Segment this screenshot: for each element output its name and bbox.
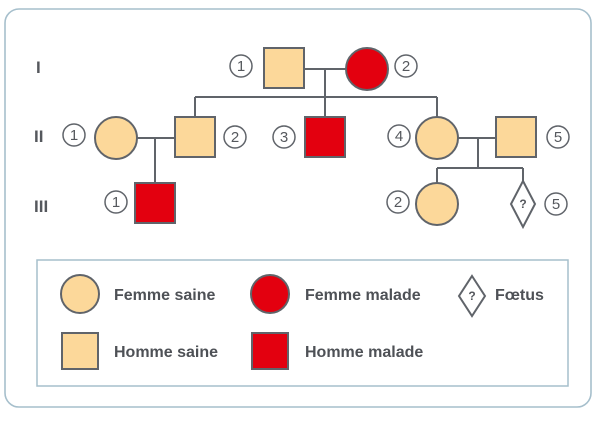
legend-affected-female-icon: [250, 274, 290, 314]
legend-healthy-female-label: Femme saine: [114, 287, 215, 304]
legend-fetus-label: Fœtus: [495, 287, 544, 304]
generation-label-1: I: [36, 58, 41, 77]
number-badge-iii-2: 2: [394, 194, 402, 211]
number-badge-iii-1: 1: [112, 194, 120, 211]
legend-fetus-question-mark: ?: [468, 289, 475, 303]
number-badge-circle: [229, 54, 253, 78]
individual-ii-3-affected-male: [304, 116, 346, 158]
individual-ii-5-healthy-male: [495, 116, 537, 158]
generation-label-2: II: [34, 127, 43, 146]
number-badge-circle: [546, 125, 570, 149]
individual-iii-1-affected-male: [134, 182, 176, 224]
individual-iii-5-fetus: [509, 178, 537, 230]
number-badge-circle: [544, 192, 568, 216]
legend-fetus-icon: [457, 274, 487, 318]
number-badge-circle: [223, 125, 247, 149]
number-badges: 1 2 1 2 3 4 5 1 2 5: [62, 54, 570, 216]
generation-label-3: III: [34, 197, 48, 216]
individual-ii-1-healthy-female: [94, 116, 138, 160]
number-badge-iii-5: 5: [552, 196, 560, 213]
number-badge-i-2: 2: [402, 58, 410, 75]
individual-i-1-healthy-male: [263, 47, 305, 89]
number-badge-ii-3: 3: [280, 129, 288, 146]
number-badge-ii-5: 5: [554, 129, 562, 146]
legend-healthy-male-label: Homme saine: [114, 344, 218, 361]
legend-affected-female-label: Femme malade: [305, 287, 421, 304]
individual-ii-4-healthy-female: [415, 116, 459, 160]
fetus-question-mark: ?: [519, 197, 526, 211]
number-badge-circle: [386, 190, 410, 214]
legend-box: [36, 259, 569, 387]
individual-ii-2-healthy-male: [174, 116, 216, 158]
number-badge-circle: [104, 190, 128, 214]
legend-healthy-female-icon: [60, 274, 100, 314]
number-badge-ii-1: 1: [70, 127, 78, 144]
individual-iii-2-healthy-female: [415, 182, 459, 226]
legend-healthy-male-icon: [61, 332, 99, 370]
number-badge-circle: [62, 123, 86, 147]
number-badge-ii-4: 4: [395, 128, 403, 145]
number-badge-ii-2: 2: [231, 129, 239, 146]
number-badge-circle: [394, 54, 418, 78]
legend-affected-male-icon: [251, 332, 289, 370]
number-badge-circle: [387, 124, 411, 148]
pedigree-lines: [137, 68, 524, 183]
individual-i-2-affected-female: [345, 47, 389, 91]
legend-affected-male-label: Homme malade: [305, 344, 423, 361]
number-badge-circle: [272, 125, 296, 149]
number-badge-i-1: 1: [237, 58, 245, 75]
